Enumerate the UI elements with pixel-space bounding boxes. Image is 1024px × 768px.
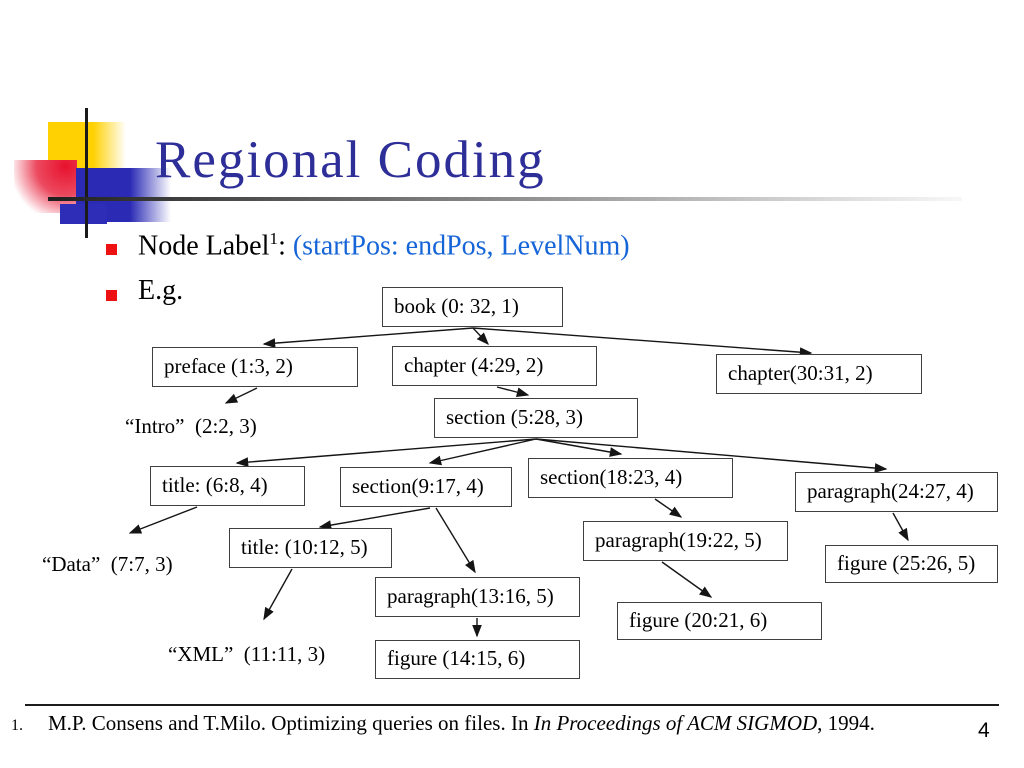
bullet-colon: :	[278, 230, 293, 262]
tree-node-preface: preface (1:3, 2)	[152, 347, 358, 387]
tree-node-paragraph13: paragraph(13:16, 5)	[375, 577, 580, 617]
footnote-italic: In Proceedings of ACM SIGMOD	[533, 711, 818, 735]
tree-edge-section5-title6	[235, 438, 537, 467]
tree-node-section18: section(18:23, 4)	[528, 458, 733, 498]
tree-node-book: book (0: 32, 1)	[382, 287, 563, 327]
tree-node-section5: section (5:28, 3)	[434, 398, 638, 438]
tree-edge-book-preface	[262, 327, 474, 349]
tree-node-chapter2: chapter(30:31, 2)	[716, 354, 922, 394]
bullet-item-node-label: Node Label1: (startPos: endPos, LevelNum…	[138, 229, 630, 262]
page-number: 4	[978, 719, 990, 742]
bullet-item-eg: E.g.	[138, 275, 184, 306]
tree-edge-chapter-section5	[496, 386, 530, 397]
footnote-lead: M.P. Consens and T.Milo. Optimizing quer…	[48, 711, 534, 735]
footnote-marker: 1.	[11, 717, 23, 734]
tree-edge-section9-title10	[318, 507, 431, 530]
bullet-square-icon	[106, 290, 117, 301]
bullet-square-icon	[106, 244, 117, 255]
footnote-tail: , 1994.	[817, 711, 875, 735]
tree-node-paragraph24: paragraph(24:27, 4)	[795, 472, 998, 512]
tree-edge-section5-section18	[535, 438, 623, 457]
bullet-text-black: Node Label	[138, 230, 270, 262]
tree-edge-section5-section9	[428, 438, 537, 466]
tree-node-figure14: figure (14:15, 6)	[375, 640, 580, 679]
footnote-text: M.P. Consens and T.Milo. Optimizing quer…	[48, 711, 875, 736]
page-title: Regional Coding	[155, 131, 546, 189]
title-underline-rule	[48, 197, 962, 201]
tree-node-figure20: figure (20:21, 6)	[617, 602, 822, 640]
tree-edge-section18-paragraph19	[654, 498, 683, 518]
tree-edge-paragraph24-figure25	[892, 512, 909, 542]
motif-blue-square-small	[60, 204, 107, 224]
bullet-text-blue: (startPos: endPos, LevelNum)	[292, 230, 630, 262]
bullet-superscript: 1	[269, 229, 279, 248]
tree-node-xml: “XML” (11:11, 3)	[168, 642, 326, 666]
tree-edge-section9-paragraph13	[435, 507, 476, 574]
tree-node-section9: section(9:17, 4)	[340, 467, 512, 507]
tree-node-intro: “Intro” (2:2, 3)	[125, 414, 257, 438]
tree-node-paragraph19: paragraph(19:22, 5)	[583, 521, 788, 561]
footer-divider	[25, 704, 999, 706]
tree-edge-preface-intro	[224, 387, 258, 404]
tree-edge-book-chapter	[472, 327, 489, 346]
tree-edge-title6-data	[128, 506, 198, 534]
tree-edge-title10-xml	[263, 568, 293, 621]
tree-node-chapter: chapter (4:29, 2)	[392, 346, 597, 386]
tree-node-data: “Data” (7:7, 3)	[42, 552, 173, 576]
tree-node-title6: title: (6:8, 4)	[150, 466, 305, 506]
tree-node-figure25: figure (25:26, 5)	[825, 545, 998, 583]
tree-edge-paragraph19-figure20	[661, 561, 713, 598]
motif-vertical-line	[85, 108, 88, 238]
tree-node-title10: title: (10:12, 5)	[229, 528, 392, 568]
